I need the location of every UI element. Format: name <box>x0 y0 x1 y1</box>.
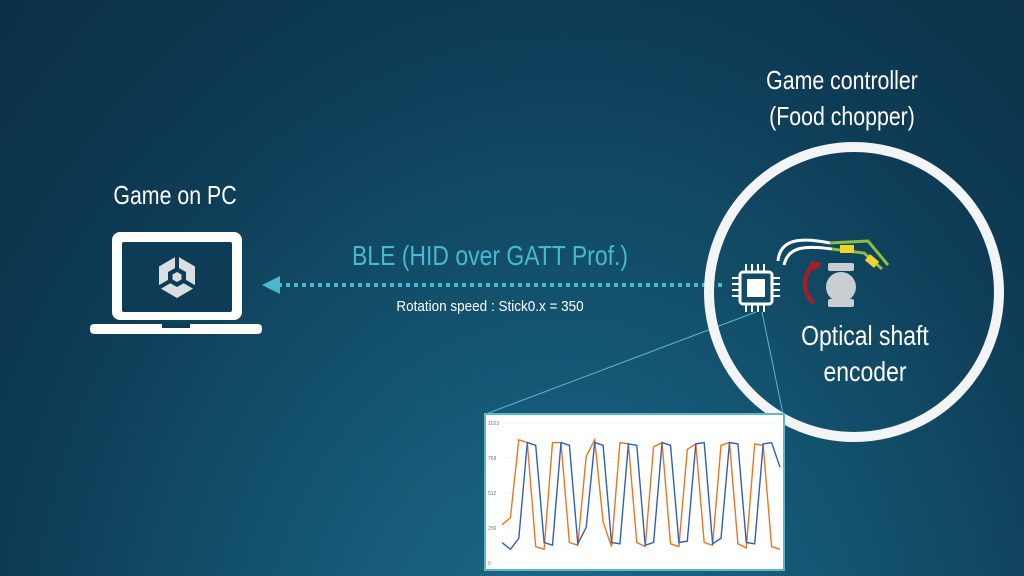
unity-logo-icon <box>157 256 197 298</box>
rotation-speed-label: Rotation speed : Stick0.x = 350 <box>396 298 584 315</box>
encoder-label-line1: Optical shaft <box>801 320 929 351</box>
laptop-icon <box>90 232 262 334</box>
y-tick-label: 256 <box>488 526 497 532</box>
encoder-label: Optical shaft encoder <box>783 318 947 390</box>
series-line-0 <box>501 437 781 551</box>
encoder-icon <box>776 238 890 307</box>
y-tick-label: 768 <box>488 456 497 462</box>
series-line-1 <box>501 441 781 551</box>
controller-title-line1: Game controller <box>766 65 918 95</box>
encoder-signal-plot: 1023 768 512 256 0 <box>484 413 785 571</box>
y-tick-label: 1023 <box>488 421 499 427</box>
ble-protocol-label: BLE (HID over GATT Prof.) <box>351 240 629 271</box>
controller-title: Game controller (Food chopper) <box>735 62 948 134</box>
controller-title-line2: (Food chopper) <box>769 101 915 131</box>
y-tick-label: 512 <box>488 491 497 497</box>
signal-chart: 1023 768 512 256 0 <box>488 421 781 567</box>
y-tick-label: 0 <box>488 561 491 567</box>
encoder-label-line2: encoder <box>823 356 907 387</box>
microcontroller-chip-icon <box>732 264 780 312</box>
controller-circle <box>704 142 1004 442</box>
ble-arrow <box>262 276 722 294</box>
pc-title: Game on PC <box>113 180 237 210</box>
